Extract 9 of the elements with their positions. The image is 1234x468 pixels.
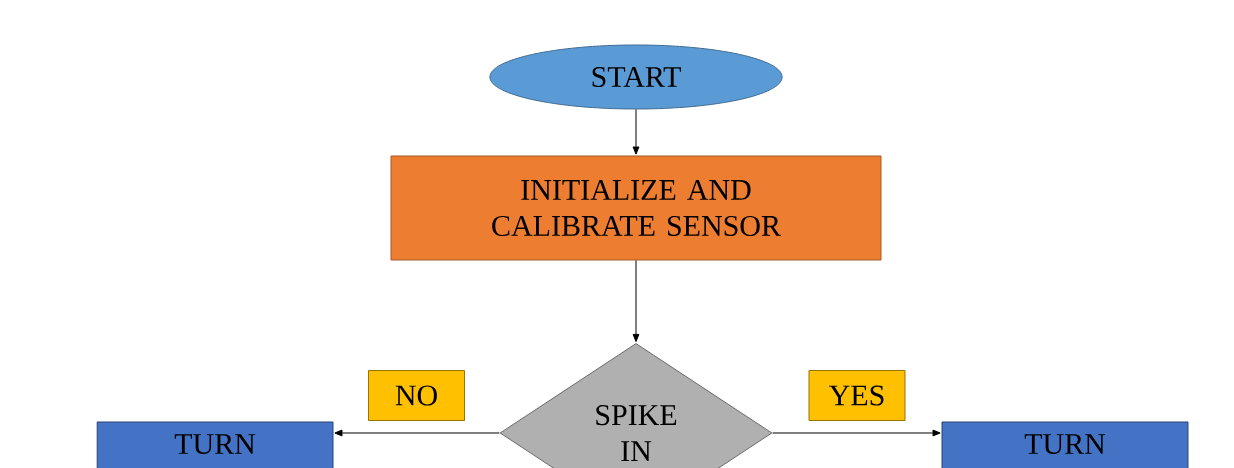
process-box: INITIALIZE AND CALIBRATE SENSOR [390, 155, 882, 261]
process-box: TURN [96, 421, 334, 468]
edge-label: NO [368, 370, 465, 421]
arrow [334, 429, 500, 437]
arrow [772, 429, 941, 437]
edge-label: YES [808, 370, 906, 421]
process-box: TURN [941, 421, 1189, 468]
arrow [632, 109, 640, 155]
arrow [632, 260, 640, 342]
